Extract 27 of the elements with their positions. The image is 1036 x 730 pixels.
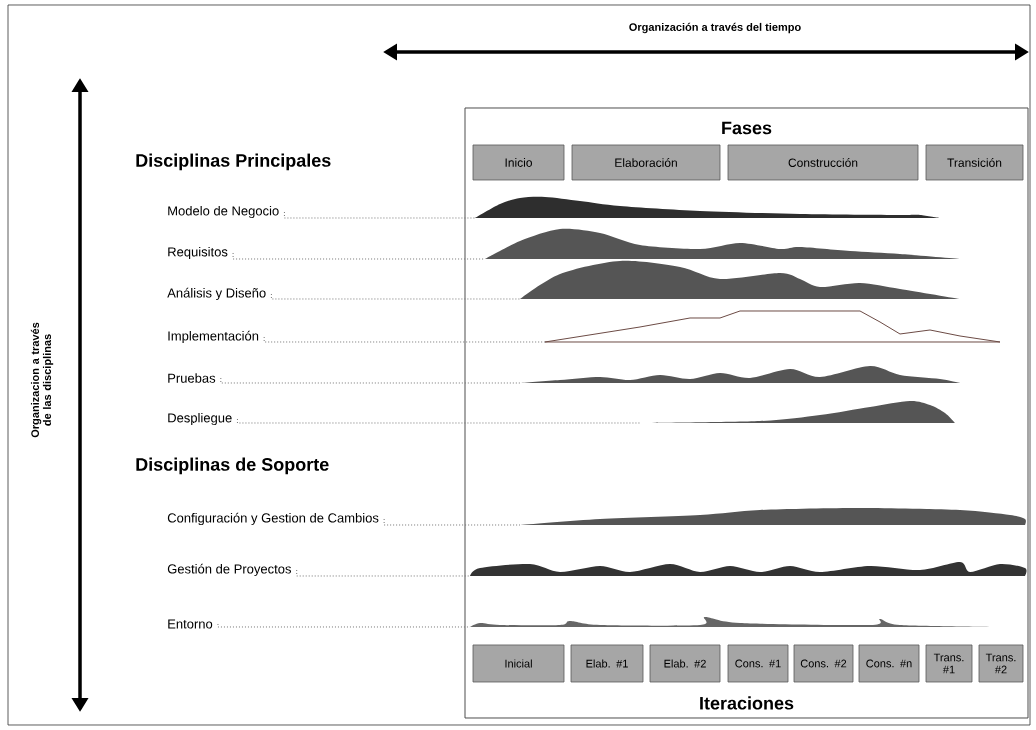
discipline-label: Configuración y Gestion de Cambios bbox=[167, 512, 379, 526]
section-heading: Disciplinas de Soporte bbox=[136, 457, 329, 475]
phase-box: Transición bbox=[925, 144, 1024, 181]
iteration-box: Inicial bbox=[472, 644, 565, 683]
discipline-label: Gestión de Proyectos bbox=[167, 563, 291, 577]
iteration-box: Cons. #2 bbox=[793, 644, 854, 683]
axis-label: Organización a través del tiempo bbox=[629, 22, 801, 34]
discipline-label: Implementación bbox=[168, 330, 259, 344]
discipline-label: Entorno bbox=[168, 619, 213, 629]
heading: Iteraciones bbox=[700, 696, 794, 710]
iteration-box: Trans. #1 bbox=[925, 644, 973, 683]
iteration-box: Trans. #2 bbox=[978, 644, 1024, 683]
section-heading: Disciplinas Principales bbox=[136, 153, 331, 171]
axis-label: Organizacion a través de las disciplinas bbox=[30, 322, 54, 438]
phase-box: Construcción bbox=[727, 144, 919, 181]
discipline-label: Despliegue bbox=[168, 412, 232, 426]
iteration-box: Elab. #1 bbox=[570, 644, 644, 683]
discipline-label: Pruebas bbox=[168, 373, 216, 383]
iteration-box: Elab. #2 bbox=[649, 644, 721, 683]
discipline-label: Análisis y Diseño bbox=[167, 287, 266, 301]
phase-box: Elaboración bbox=[571, 144, 721, 181]
iteration-box: Cons. #1 bbox=[727, 644, 789, 683]
heading: Fases bbox=[722, 121, 772, 135]
discipline-label: Requisitos bbox=[168, 246, 228, 260]
iteration-box: Cons. #n bbox=[858, 644, 920, 683]
discipline-label: Modelo de Negocio bbox=[168, 205, 279, 219]
phase-box: Inicio bbox=[472, 144, 565, 181]
